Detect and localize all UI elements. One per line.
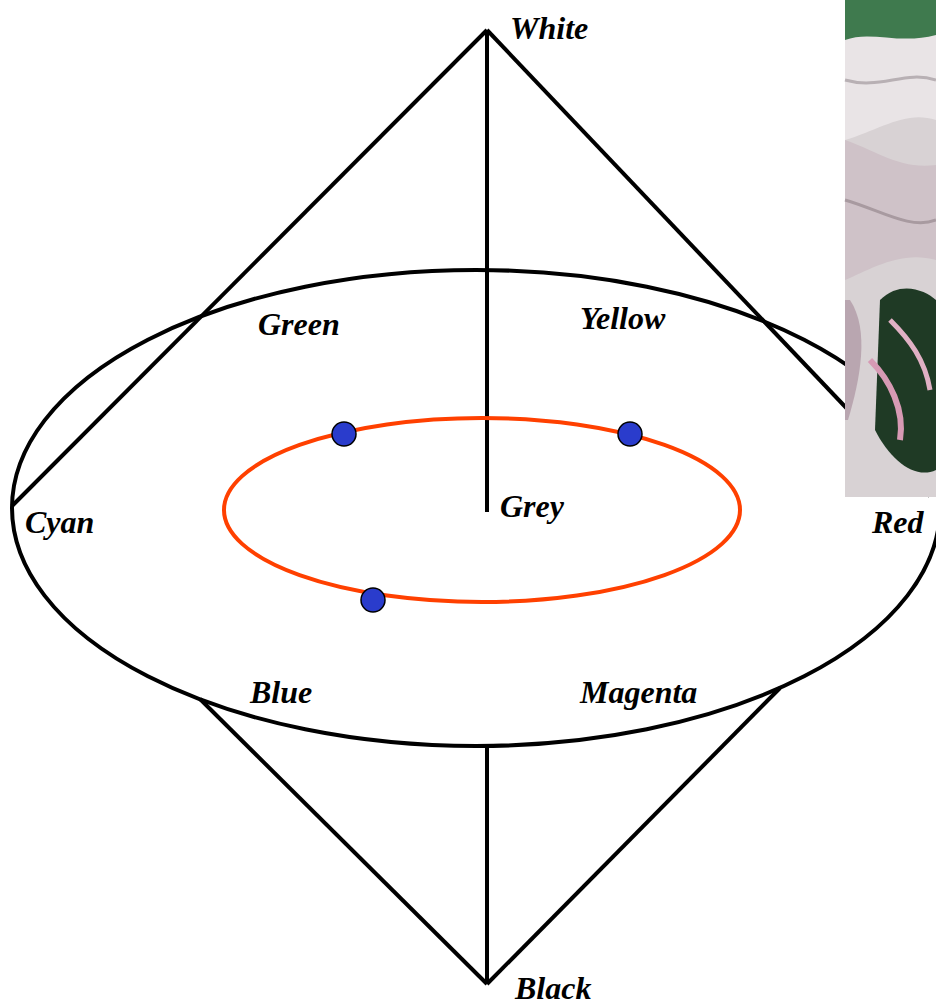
intensity-axis [485,745,489,984]
color-label: Grey [500,490,564,522]
color-label: Green [258,308,340,340]
color-label: Yellow [580,302,665,334]
cone-edge [200,699,487,984]
saturation-circle [224,418,740,602]
cone-edge [487,688,780,984]
hue-point [361,588,385,612]
intensity-axis [485,30,489,512]
color-label: Magenta [580,676,697,708]
color-label: Blue [250,676,312,708]
hue-point [618,422,642,446]
hue-circle [12,270,936,746]
color-label: Red [872,506,924,538]
color-label: Black [515,972,591,1004]
color-label: Cyan [25,506,94,538]
hue-point [332,422,356,446]
flower-photo [845,0,936,497]
cone-edge [12,30,487,506]
color-label: White [510,12,588,44]
